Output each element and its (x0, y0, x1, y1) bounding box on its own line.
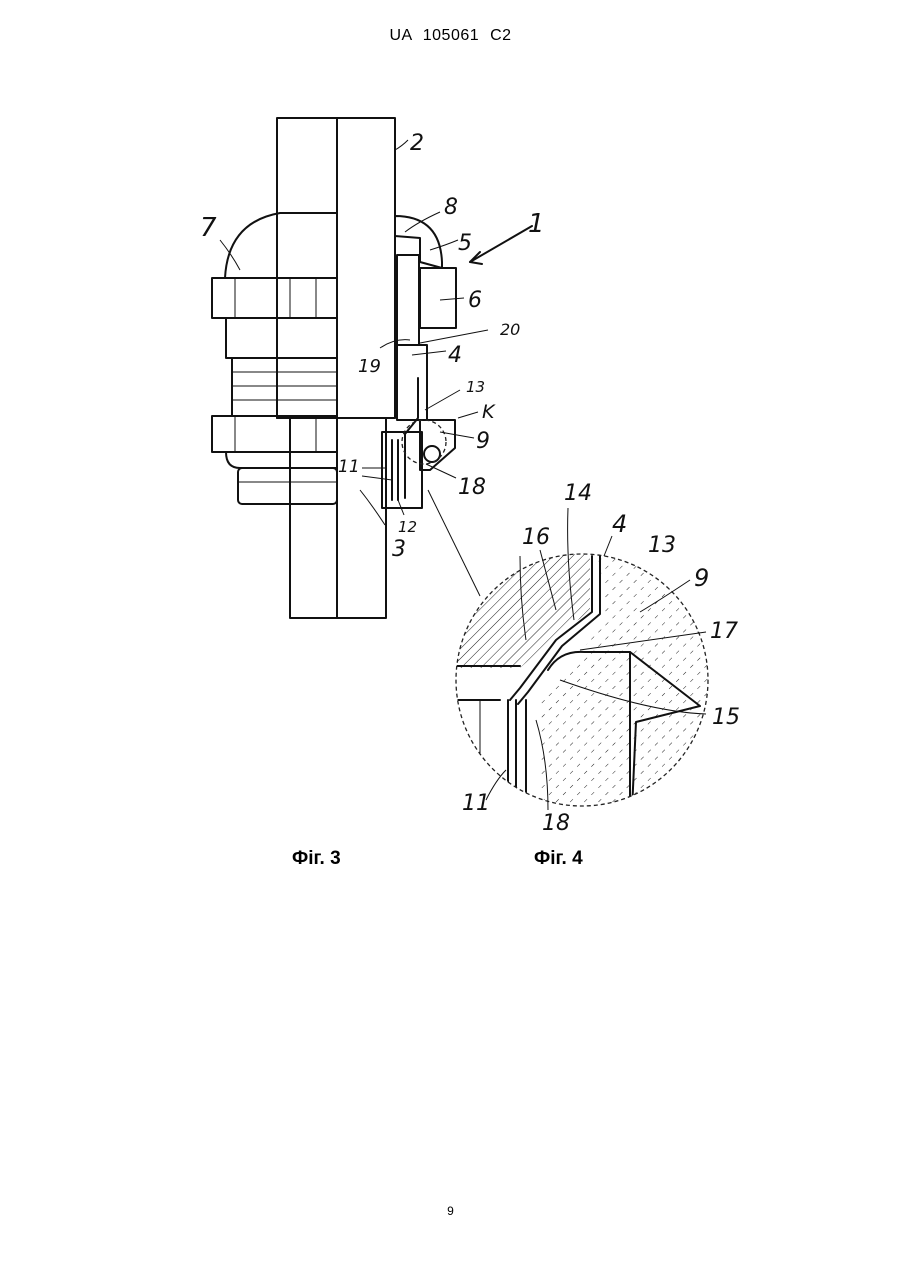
fig4-label-16: 16 (522, 525, 550, 550)
fig4-label-11: 11 (462, 791, 490, 816)
housing-part-4 (397, 345, 427, 420)
detail-part-4 (456, 554, 590, 668)
fig3-label-7: 7 (200, 213, 217, 243)
fig3-label-20: 20 (500, 320, 520, 339)
fig4-label-15: 15 (712, 705, 740, 730)
housing-part-5 (397, 255, 419, 345)
gland-seal (226, 452, 337, 468)
fig4-label-9: 9 (694, 564, 709, 592)
hex-nut-upper (212, 278, 337, 318)
sleeve-11 (382, 432, 422, 508)
fig3-label-12: 12 (398, 518, 417, 536)
fig4-label-4: 4 (612, 510, 627, 538)
housing-part-9 (420, 420, 455, 470)
fig3-label-4: 4 (448, 343, 462, 368)
fig3-label-1: 1 (528, 209, 545, 239)
fig3-label-3: 3 (392, 537, 406, 562)
gland-body (226, 318, 337, 358)
fig3-label-19: 19 (358, 356, 381, 377)
fig3-label-9: 9 (476, 429, 490, 454)
figure-4-caption: Фіг. 4 (534, 848, 583, 870)
housing-part-6 (420, 268, 456, 328)
page-number: 9 (0, 1204, 901, 1218)
fig4-label-18: 18 (542, 811, 570, 836)
fig3-label-13: 13 (466, 378, 485, 396)
fig4-label-13: 13 (648, 533, 676, 558)
fig4-label-14: 14 (564, 481, 592, 506)
gland-bottom (238, 468, 337, 504)
contact-spring-13 (405, 378, 418, 498)
gland-dome (225, 213, 337, 278)
fig3-label-11: 11 (338, 457, 360, 477)
fig3-label-6: 6 (468, 288, 482, 313)
thread-section (232, 358, 337, 416)
fig3-label-18: 18 (458, 475, 486, 500)
fig3-label-5: 5 (458, 231, 472, 256)
fig4-label-17: 17 (710, 619, 738, 644)
figure-3-caption: Фіг. 3 (292, 848, 341, 870)
fig3-label-k: K (482, 401, 496, 423)
oring-18 (424, 446, 440, 462)
fig3-label-2: 2 (410, 131, 424, 156)
fig3-label-8: 8 (444, 195, 458, 220)
hex-nut-lower (212, 416, 337, 452)
detail-leader (428, 490, 480, 596)
